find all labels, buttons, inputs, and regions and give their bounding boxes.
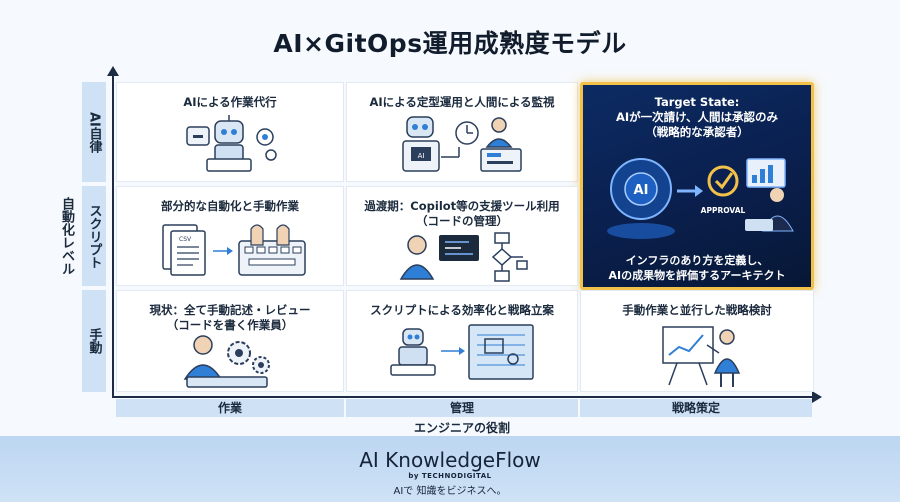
y-axis-arrow xyxy=(107,66,119,76)
brand-tagline: AIで 知識をビジネスへ。 xyxy=(393,486,507,497)
target-line3: （戦略的な承認者） xyxy=(645,125,749,139)
cell-script-manage: 過渡期：Copilot等の支援ツール利用 （コードの管理） xyxy=(346,186,578,286)
person-flowchart-icon xyxy=(399,232,528,282)
target-line2: AIが一次請け、人間は承認のみ xyxy=(615,110,779,124)
cell-label: 部分的な自動化と手動作業 xyxy=(161,199,299,213)
target-footer: インフラのあり方を定義し、 AIの成果物を評価するアーキテクト xyxy=(583,253,811,283)
target-state-card: Target State: AIが一次請け、人間は承認のみ （戦略的な承認者） … xyxy=(580,82,814,290)
robot-monitor-icon: AI xyxy=(402,116,522,172)
cell-ai-manage: AIによる定型運用と人間による監視 AI xyxy=(346,82,578,182)
brand-logo: AI KnowledgeFlow xyxy=(359,448,541,472)
ai-badge-text: AI xyxy=(634,183,649,198)
row-label-manual: 手動 xyxy=(82,290,106,392)
footer-band xyxy=(0,436,900,502)
x-axis-line xyxy=(112,396,814,398)
y-axis-line xyxy=(112,72,114,398)
cell-label: AIによる作業代行 xyxy=(183,95,277,109)
y-axis-title: 自動化レベル xyxy=(59,197,74,275)
robot-blueprint-icon xyxy=(390,324,534,380)
ai-approval-icon: AI APPROVAL xyxy=(607,158,794,239)
target-heading: Target State: AIが一次請け、人間は承認のみ （戦略的な承認者） xyxy=(583,95,811,140)
cell-label-line2: （コードの管理） xyxy=(416,214,508,228)
target-line1: Target State: xyxy=(654,95,740,109)
column-label-manage: 管理 xyxy=(346,399,578,417)
cell-label: 手動作業と並行した戦略検討 xyxy=(622,303,772,317)
column-label-work: 作業 xyxy=(116,399,344,417)
target-foot1: インフラのあり方を定義し、 xyxy=(625,254,769,267)
cell-label-line1: 現状：全て手動記述・レビュー xyxy=(149,303,311,317)
row-label-script: スクリプト xyxy=(82,186,106,286)
x-axis-title: エンジニアの役割 xyxy=(413,421,510,435)
target-foot2: AIの成果物を評価するアーキテクト xyxy=(608,269,786,282)
brand-byline: by TECHNODIGITAL xyxy=(408,472,492,480)
cell-manual-work: 現状：全て手動記述・レビュー （コードを書く作業員） xyxy=(116,290,344,392)
cell-manual-strategy: 手動作業と並行した戦略検討 xyxy=(580,290,814,392)
row-label-ai: AI自律 xyxy=(82,82,106,182)
screen-text: AI xyxy=(418,152,425,160)
doc-label: CSV xyxy=(179,236,192,243)
x-axis-arrow xyxy=(812,391,822,403)
cell-script-work: 部分的な自動化と手動作業 CSV xyxy=(116,186,344,286)
document-keyboard-icon: CSV xyxy=(162,224,306,276)
cell-label: 過渡期：Copilot等の支援ツール利用 （コードの管理） xyxy=(347,199,577,229)
cell-label: スクリプトによる効率化と戦略立案 xyxy=(370,303,554,317)
cell-label-line1: 過渡期：Copilot等の支援ツール利用 xyxy=(364,199,560,213)
cell-manual-manage: スクリプトによる効率化と戦略立案 xyxy=(346,290,578,392)
cell-label: 現状：全て手動記述・レビュー （コードを書く作業員） xyxy=(117,303,343,333)
cell-label-line2: （コードを書く作業員） xyxy=(166,318,294,332)
person-gears-icon xyxy=(183,335,270,388)
presentation-board-icon xyxy=(662,326,741,387)
approval-text: APPROVAL xyxy=(701,206,746,215)
page-title: AI×GitOps運用成熟度モデル xyxy=(273,29,627,58)
cell-ai-work: AIによる作業代行 xyxy=(116,82,344,182)
column-label-strategy: 戦略策定 xyxy=(580,399,812,417)
robot-laptop-icon xyxy=(186,115,277,172)
cell-label: AIによる定型運用と人間による監視 xyxy=(369,95,555,109)
